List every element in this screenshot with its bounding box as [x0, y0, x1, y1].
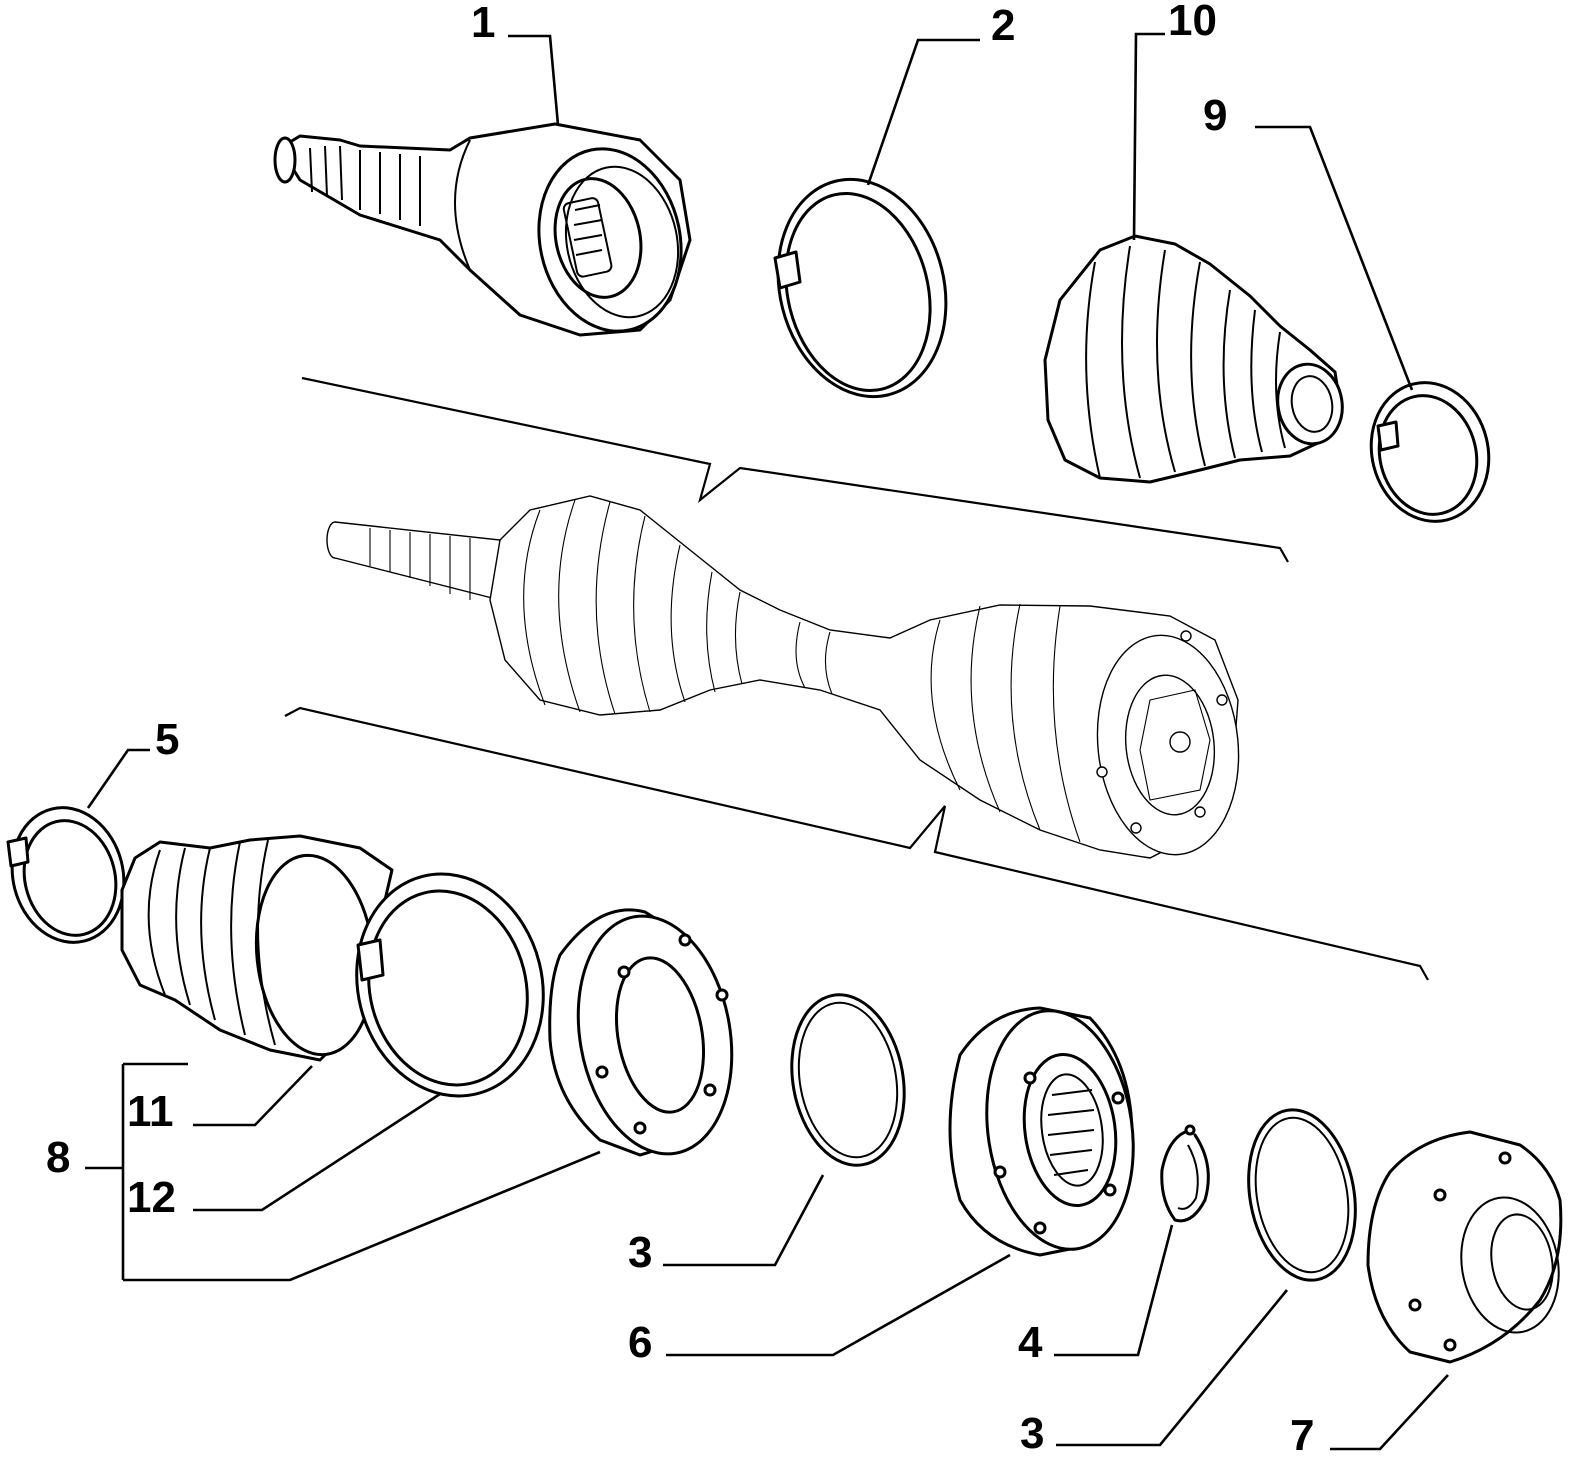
leader-10: [1132, 32, 1165, 241]
leader-5: [86, 748, 150, 809]
assembly-lower-bracket: [284, 706, 1429, 981]
leader-flange: [123, 1150, 601, 1282]
leader-lines: [85, 32, 1449, 1451]
leader-1: [508, 34, 560, 126]
callout-1: 1: [471, 0, 495, 47]
part-1-outer-cv-joint: [273, 122, 692, 337]
leader-3b: [1056, 1289, 1289, 1447]
part-5-clamp: [6, 806, 126, 944]
callout-12: 12: [127, 1173, 176, 1222]
callout-6: 6: [628, 1318, 652, 1367]
part-7-cover-cap: [1366, 1130, 1563, 1364]
leader-3a: [663, 1174, 825, 1267]
leader-9: [1255, 125, 1414, 391]
part-12-large-clamp: [355, 872, 545, 1098]
callout-2: 2: [991, 1, 1015, 50]
callout-4: 4: [1018, 1318, 1043, 1367]
leader-2: [866, 38, 980, 186]
callout-10: 10: [1168, 0, 1217, 45]
leader-11: [193, 1065, 313, 1127]
callout-labels: 1 2 10 9 5 11 8 12 3 6 4 3 7: [46, 0, 1314, 1460]
callout-9: 9: [1203, 91, 1227, 140]
part-2-clamp-band: [773, 177, 948, 399]
callout-3b: 3: [1020, 1409, 1044, 1458]
part-6-inner-cv-joint: [948, 1006, 1135, 1257]
callout-7: 7: [1290, 1411, 1314, 1460]
callout-5: 5: [155, 715, 179, 764]
leader-12: [193, 1092, 441, 1212]
leader-6: [666, 1253, 1011, 1357]
part-3-gasket-a: [790, 993, 906, 1167]
part-9-small-clamp: [1369, 381, 1491, 523]
part-4-circlip: [1160, 1124, 1210, 1223]
part-10-outer-boot: [1043, 234, 1344, 484]
leader-7: [1330, 1374, 1449, 1451]
flange-plate: [548, 908, 734, 1157]
part-3-gasket-b: [1247, 1108, 1357, 1282]
complete-driveshaft-assembly: [326, 495, 1240, 859]
assembly-upper-bracket: [301, 376, 1289, 563]
callout-11: 11: [127, 1087, 174, 1136]
callout-8: 8: [46, 1133, 70, 1182]
callout-3a: 3: [628, 1228, 652, 1277]
leader-4: [1054, 1224, 1174, 1357]
part-11-inner-boot: [120, 834, 394, 1062]
